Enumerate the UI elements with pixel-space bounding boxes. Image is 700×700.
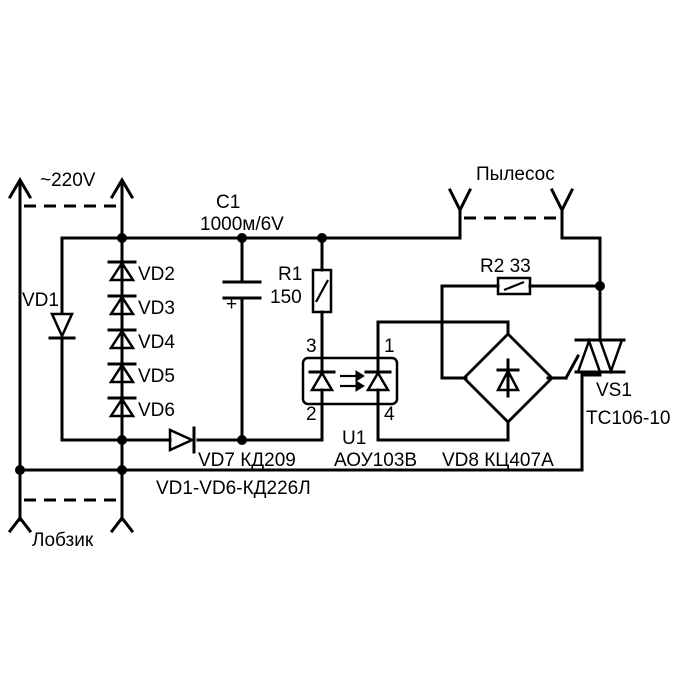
r1-resistor-symbol <box>311 268 333 314</box>
vd4-label: VD4 <box>138 332 175 353</box>
vd8-label: VD8 КЦ407А <box>442 450 554 471</box>
vd2-vd6-diode-stack <box>107 260 137 418</box>
c1-plus-label: + <box>226 294 237 315</box>
r2-resistor-symbol <box>496 276 532 296</box>
vacuum-socket <box>447 187 575 220</box>
c1-capacitor-symbol <box>222 280 262 300</box>
u1-name-label: U1 <box>342 428 366 449</box>
vs1-type-label: ТС106-10 <box>586 408 671 429</box>
r1-name-label: R1 <box>278 264 302 285</box>
vd6-label: VD6 <box>138 400 175 421</box>
vd7-label: VD7 КД209 <box>198 450 296 471</box>
vd3-label: VD3 <box>138 298 175 319</box>
diode-type-label: VD1-VD6-КД226Л <box>156 478 311 499</box>
mains-label: ~220V <box>40 170 96 191</box>
r2-label: R2 33 <box>480 256 531 277</box>
vacuum-label: Пылесос <box>476 164 555 185</box>
vs1-triac-symbol <box>574 337 626 375</box>
c1-name-label: C1 <box>216 192 240 213</box>
vs1-name-label: VS1 <box>596 380 632 401</box>
u1-pin2-label: 2 <box>306 404 317 425</box>
u1-pin1-label: 1 <box>384 336 395 357</box>
u1-optocoupler-symbol <box>301 356 399 406</box>
vd1-diode-symbol <box>48 312 76 340</box>
mains-rails <box>7 177 135 534</box>
jigsaw-label: Лобзик <box>32 530 94 551</box>
vd1-label: VD1 <box>22 290 59 311</box>
u1-pin3-label: 3 <box>306 336 317 357</box>
u1-type-label: АОУ103В <box>334 450 417 471</box>
vd5-label: VD5 <box>138 366 175 387</box>
component-labels: ~220V Пылесос Лобзик C1 1000м/6V + VD1 V… <box>22 164 671 551</box>
vd8-bridge-symbol <box>462 332 554 424</box>
r1-value-label: 150 <box>270 287 302 308</box>
vd7-diode-symbol <box>168 426 196 454</box>
junction-dots <box>15 233 605 475</box>
u1-pin4-label: 4 <box>384 404 395 425</box>
vd2-label: VD2 <box>138 264 175 285</box>
c1-value-label: 1000м/6V <box>200 214 284 235</box>
